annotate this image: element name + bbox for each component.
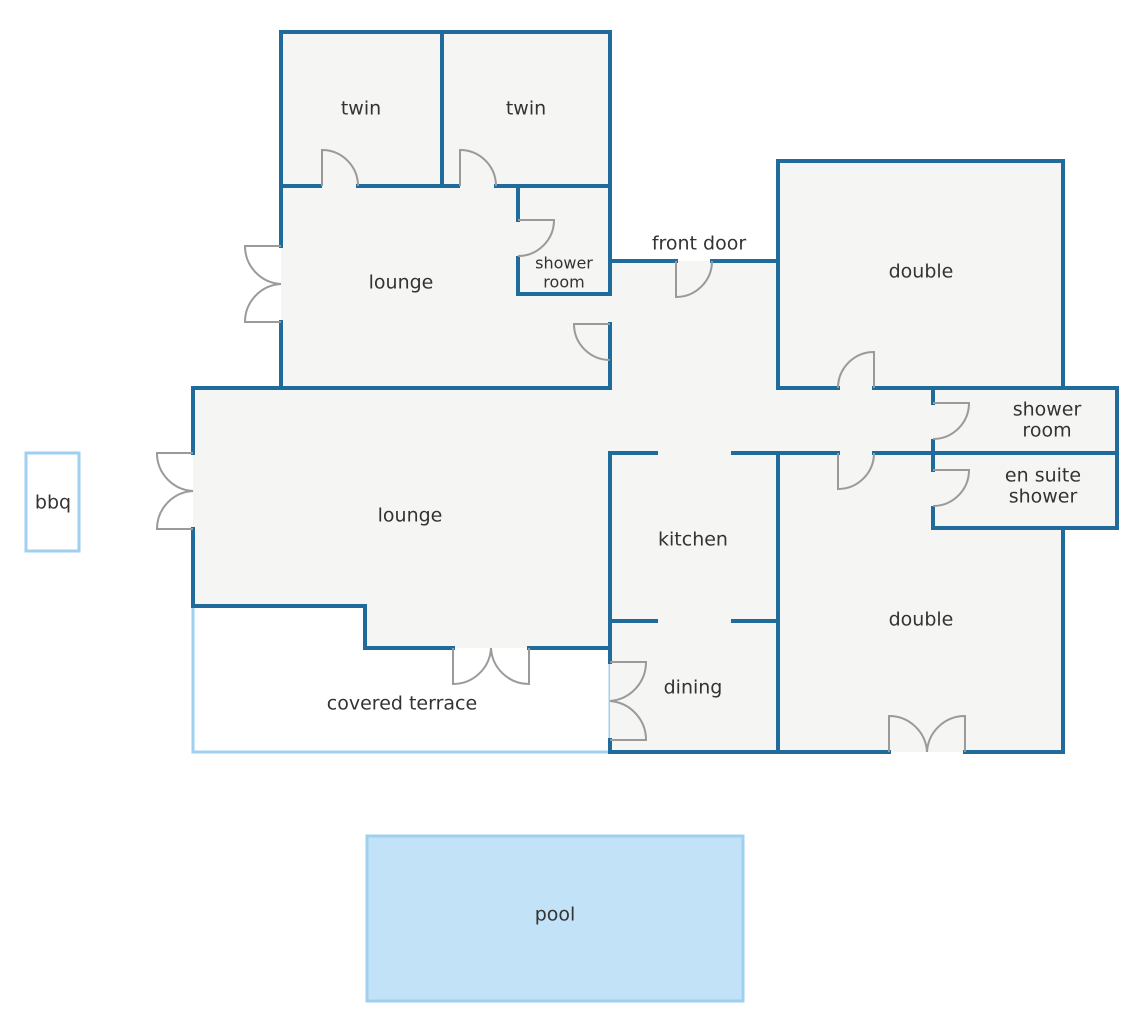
door-lounge-main-a <box>155 452 194 492</box>
interior-floor <box>193 32 1117 752</box>
walls <box>191 30 1119 754</box>
pool-area <box>365 834 745 1003</box>
door-lounge-upper-right <box>572 323 611 361</box>
label-shower-room-right-2: room <box>1022 420 1071 442</box>
label-shower-room-right-1: shower <box>1013 399 1082 421</box>
door-lounge-upper-left-a <box>243 245 282 285</box>
label-dining: dining <box>664 677 723 699</box>
label-bbq: bbq <box>35 492 71 514</box>
door-shower-upper <box>517 219 556 257</box>
door-front <box>675 260 713 299</box>
door-terrace-a <box>452 647 492 686</box>
label-shower-room-upper-2: room <box>543 273 584 292</box>
door-double-upper <box>837 350 875 389</box>
room-labels: twin twin lounge shower room front door … <box>35 98 1082 926</box>
door-double-lower-b <box>926 714 966 753</box>
door-terrace-b <box>490 647 530 686</box>
door-dining-b <box>609 700 648 741</box>
label-en-suite-2: shower <box>1009 486 1078 508</box>
door-double-lower <box>837 452 875 491</box>
door-lounge-main-b <box>155 490 194 530</box>
doors <box>155 148 971 753</box>
door-twin-left <box>321 148 359 187</box>
label-pool: pool <box>535 904 576 926</box>
label-shower-room-upper-1: shower <box>535 254 593 273</box>
door-twin-right <box>459 148 497 187</box>
door-lounge-upper-left-b <box>243 283 282 323</box>
label-front-door: front door <box>652 233 747 255</box>
label-twin-left: twin <box>341 98 381 120</box>
label-lounge-main: lounge <box>378 505 443 527</box>
label-double-lower: double <box>889 609 954 631</box>
bbq-area <box>24 451 81 553</box>
door-shower-right <box>932 402 971 440</box>
door-en-suite <box>932 469 971 507</box>
label-lounge-upper: lounge <box>369 272 434 294</box>
door-double-lower-a <box>888 714 928 753</box>
label-kitchen: kitchen <box>658 529 728 551</box>
label-en-suite-1: en suite <box>1005 465 1081 487</box>
label-double-upper: double <box>889 261 954 283</box>
door-dining-a <box>609 661 648 702</box>
label-twin-right: twin <box>506 98 546 120</box>
label-covered-terrace: covered terrace <box>327 693 477 715</box>
